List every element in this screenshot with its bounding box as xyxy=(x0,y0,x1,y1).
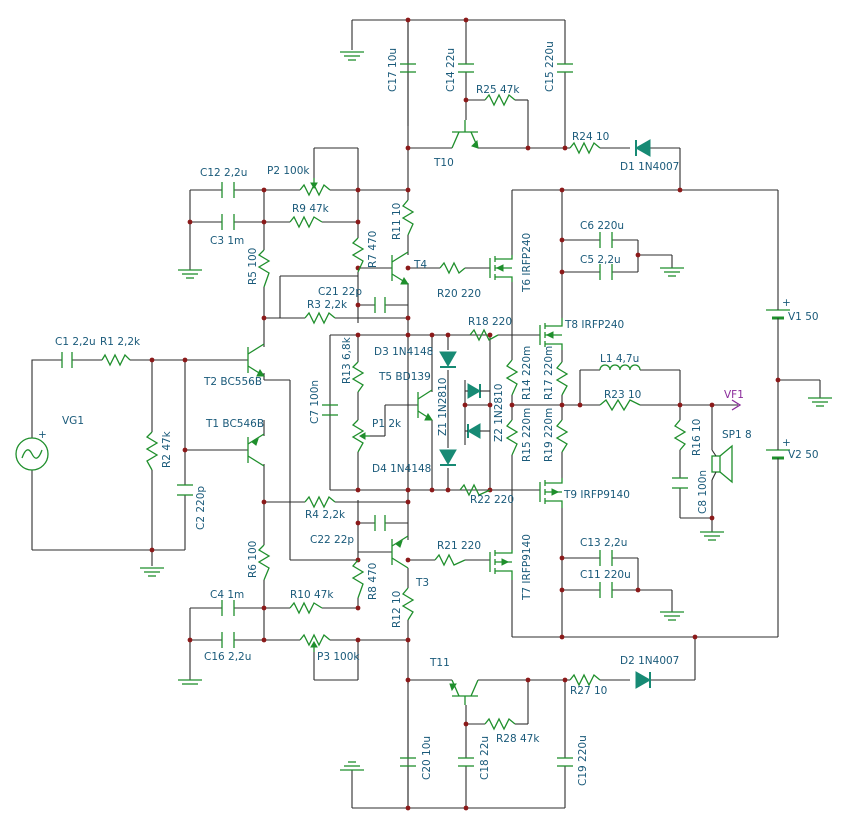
inductor-l1 xyxy=(599,364,641,371)
label-r20: R20 220 xyxy=(437,288,481,300)
label-c15: C15 220u xyxy=(544,41,556,92)
output-terminal-vf1 xyxy=(731,399,742,411)
label-d4: D4 1N4148 xyxy=(372,463,431,475)
label-r21: R21 220 xyxy=(437,540,481,552)
label-r13: R13 6,8k xyxy=(341,336,353,384)
battery-v1 xyxy=(766,302,790,330)
label-c8: C8 100n xyxy=(697,470,709,514)
label-r18: R18 220 xyxy=(468,316,512,328)
label-r17: R17 220m xyxy=(543,346,555,400)
label-z2: Z2 1N2810 xyxy=(493,384,505,442)
label-d3: D3 1N4148 xyxy=(374,346,433,358)
label-t1: T1 BC546B xyxy=(205,418,264,430)
label-plus-v1: + xyxy=(782,297,791,309)
bjt-transistors xyxy=(247,120,479,705)
label-sp1: SP1 8 xyxy=(722,429,752,441)
label-d2: D2 1N4007 xyxy=(620,655,679,667)
label-c22: C22 22p xyxy=(310,534,354,546)
label-r5: R5 100 xyxy=(247,248,259,285)
resistors xyxy=(101,93,687,731)
diodes xyxy=(439,139,652,689)
label-c2: C2 220p xyxy=(195,486,207,530)
label-t3: T3 xyxy=(415,577,429,589)
label-v1: V1 50 xyxy=(788,311,819,323)
label-t10: T10 xyxy=(433,157,454,169)
label-c6: C6 220u xyxy=(580,220,624,232)
label-vg1: VG1 xyxy=(62,415,84,427)
label-plus-vg1: + xyxy=(38,429,47,441)
label-c20: C20 10u xyxy=(421,736,433,780)
label-r14: R14 220m xyxy=(521,346,533,400)
label-vf1: VF1 xyxy=(724,389,744,401)
label-r7: R7 470 xyxy=(367,231,379,268)
label-r27: R27 10 xyxy=(570,685,607,697)
label-c21: C21 22p xyxy=(318,286,362,298)
label-r10: R10 47k xyxy=(290,589,334,601)
label-v2: V2 50 xyxy=(788,449,819,461)
speaker-sp1 xyxy=(711,444,733,484)
label-r25: R25 47k xyxy=(476,84,520,96)
label-c18: C18 22u xyxy=(479,736,491,780)
label-r22: R22 220 xyxy=(470,494,514,506)
junction-dots xyxy=(149,17,781,811)
label-r1: R1 2,2k xyxy=(100,336,141,348)
label-c1: C1 2,2u xyxy=(55,336,96,348)
wires xyxy=(31,19,821,809)
label-t2: T2 BC556B xyxy=(203,376,262,388)
label-c14: C14 22u xyxy=(445,48,457,92)
ground-symbols xyxy=(140,51,832,771)
label-c11: C11 220u xyxy=(580,569,631,581)
label-r8: R8 470 xyxy=(367,563,379,600)
label-r3: R3 2,2k xyxy=(307,299,348,311)
label-r16: R16 10 xyxy=(691,419,703,456)
label-r28: R28 47k xyxy=(496,733,540,745)
signal-source-vg1 xyxy=(15,437,49,471)
label-d1: D1 1N4007 xyxy=(620,161,679,173)
mosfets xyxy=(489,255,563,580)
label-t6: T6 IRFP240 xyxy=(521,233,533,293)
label-r2: R2 47k xyxy=(161,430,173,468)
label-r24: R24 10 xyxy=(572,131,609,143)
label-t7: T7 IRFP9140 xyxy=(521,534,533,601)
label-r19: R19 220m xyxy=(543,408,555,462)
label-t9: T9 IRFP9140 xyxy=(563,489,630,501)
label-c3: C3 1m xyxy=(210,235,244,247)
label-t4: T4 xyxy=(413,259,427,271)
label-c4: C4 1m xyxy=(210,589,244,601)
label-c13: C13 2,2u xyxy=(580,537,627,549)
label-c7: C7 100n xyxy=(309,380,321,424)
label-r4: R4 2,2k xyxy=(305,509,346,521)
label-plus-v2: + xyxy=(782,437,791,449)
capacitors xyxy=(61,63,688,767)
label-c16: C16 2,2u xyxy=(204,651,251,663)
label-p1: P1 2k xyxy=(372,418,402,430)
label-c5: C5 2,2u xyxy=(580,254,621,266)
label-z1: Z1 1N2810 xyxy=(437,378,449,436)
label-r11: R11 10 xyxy=(391,203,403,240)
label-t8: T8 IRFP240 xyxy=(564,319,624,331)
label-c17: C17 10u xyxy=(387,48,399,92)
label-c12: C12 2,2u xyxy=(200,167,247,179)
label-r15: R15 220m xyxy=(521,408,533,462)
label-r23: R23 10 xyxy=(604,389,641,401)
label-r9: R9 47k xyxy=(292,203,330,215)
label-p3: P3 100k xyxy=(317,651,360,663)
label-t11: T11 xyxy=(429,657,450,669)
battery-v2 xyxy=(766,440,790,470)
component-labels: C1 2,2u R1 2,2k VG1 + R2 47k C2 220p T2 … xyxy=(38,41,819,786)
label-r6: R6 100 xyxy=(247,541,259,578)
label-l1: L1 4,7u xyxy=(600,353,639,365)
label-c19: C19 220u xyxy=(577,735,589,786)
label-r12: R12 10 xyxy=(391,591,403,628)
label-p2: P2 100k xyxy=(267,165,310,177)
label-t5: T5 BD139 xyxy=(378,371,431,383)
